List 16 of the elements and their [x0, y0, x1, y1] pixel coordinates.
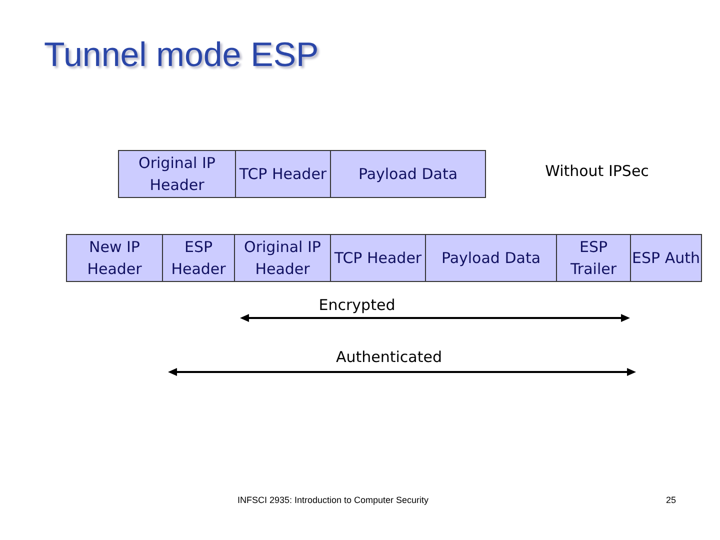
packet-field: ESP Auth [630, 234, 702, 282]
packet-field: ESP Header [162, 234, 235, 282]
packet-field: Original IP Header [234, 234, 331, 282]
slide-title: Tunnel mode ESP [44, 36, 319, 75]
footer-text: INFSCI 2935: Introduction to Computer Security [237, 495, 429, 505]
packet-field: ESP Trailer [556, 234, 631, 282]
packet-field: Payload Data [425, 234, 557, 282]
page-number: 25 [666, 495, 676, 505]
packet-field: New IP Header [66, 234, 163, 282]
packet-field: TCP Header [235, 150, 331, 198]
range-label: Authenticated [336, 348, 442, 366]
range-label: Encrypted [318, 296, 396, 314]
row-caption: Without IPSec [545, 162, 649, 180]
packet-field: TCP Header [330, 234, 426, 282]
packet-field: Original IP Header [118, 150, 236, 198]
packet-field: Payload Data [330, 150, 486, 198]
